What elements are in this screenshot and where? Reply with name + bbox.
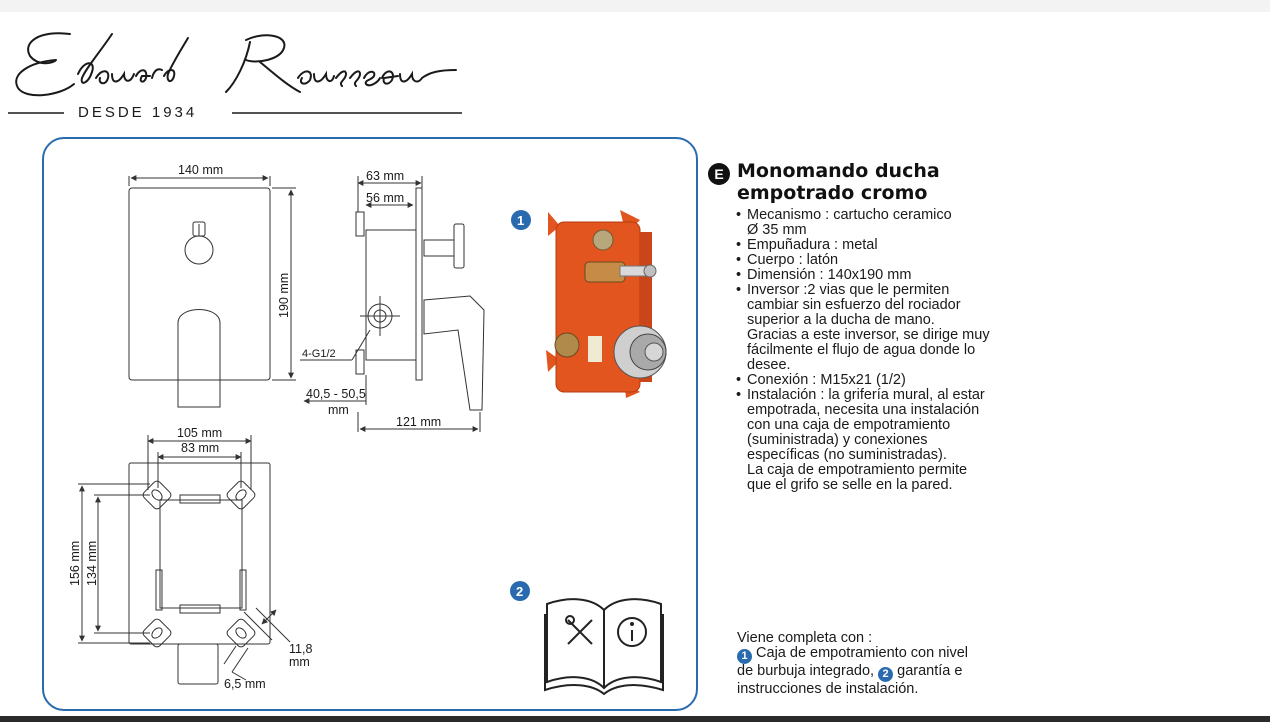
technical-drawing: 140 mm 190 mm 63 mm 56 mm 4-G1/2 40,5 - … — [68, 163, 667, 696]
dim-box-105: 105 mm — [177, 426, 222, 440]
dim-hole-11: 11,8 — [289, 642, 312, 656]
dim-range-unit: mm — [328, 403, 349, 417]
spec-item: Instalación : la grifería mural, al esta… — [736, 388, 1108, 493]
spec-item: Empuñadura : metal — [736, 238, 1108, 254]
callout-1-badge: 1 — [737, 649, 752, 664]
dim-height: 190 mm — [277, 273, 291, 318]
dim-depth-63: 63 mm — [366, 169, 404, 183]
bottom-bar — [0, 716, 1270, 722]
dim-thread: 4-G1/2 — [302, 348, 336, 360]
mounting-holes — [142, 480, 256, 648]
callout-2-badge: 2 — [878, 667, 894, 682]
callout-2 — [510, 581, 530, 601]
product-info: E Monomando ducha empotrado cromo Mecani… — [708, 160, 1108, 493]
brand-logo: DESDE 1934 — [0, 12, 470, 130]
signature-logo — [8, 32, 462, 114]
embedding-box-illustration — [546, 210, 667, 398]
svg-text:1: 1 — [517, 213, 524, 228]
dim-range: 40,5 - 50,5 — [306, 387, 366, 401]
mixer-handle-front — [177, 309, 221, 408]
spec-item: Inversor :2 vias que le permiten cambiar… — [736, 283, 1108, 373]
dim-hole-6: 6,5 mm — [224, 677, 266, 691]
mixer-handle-side — [423, 295, 485, 411]
spec-item: Conexión : M15x21 (1/2) — [736, 373, 1108, 389]
instructions-book-icon — [544, 598, 664, 696]
technical-drawing-panel — [42, 137, 698, 711]
dim-box-134: 134 mm — [85, 541, 99, 586]
dim-box-156: 156 mm — [68, 541, 82, 586]
spec-item: Dimensión : 140x190 mm — [736, 268, 1108, 284]
spec-item: Mecanismo : cartucho ceramico Ø 35 mm — [736, 208, 1108, 238]
spec-item: Cuerpo : latón — [736, 253, 1108, 269]
product-badge: E — [708, 163, 730, 185]
callout-1 — [511, 210, 531, 230]
brand-tagline: DESDE 1934 — [78, 104, 198, 121]
svg-text:2: 2 — [516, 584, 523, 599]
dim-depth-121: 121 mm — [396, 415, 441, 429]
front-plate — [128, 187, 271, 381]
top-strip — [0, 0, 1270, 12]
dim-box-83: 83 mm — [181, 441, 219, 455]
package-contents: Viene completa con : 1 Caja de empotrami… — [737, 630, 969, 697]
dim-hole-11-unit: mm — [289, 655, 310, 669]
side-box — [365, 229, 417, 361]
dim-depth-56: 56 mm — [366, 191, 404, 205]
product-title: Monomando ducha empotrado cromo — [737, 160, 940, 204]
diverter-knob — [184, 235, 214, 265]
spec-list: Mecanismo : cartucho ceramico Ø 35 mm Em… — [736, 208, 1108, 493]
dim-width: 140 mm — [178, 163, 223, 177]
